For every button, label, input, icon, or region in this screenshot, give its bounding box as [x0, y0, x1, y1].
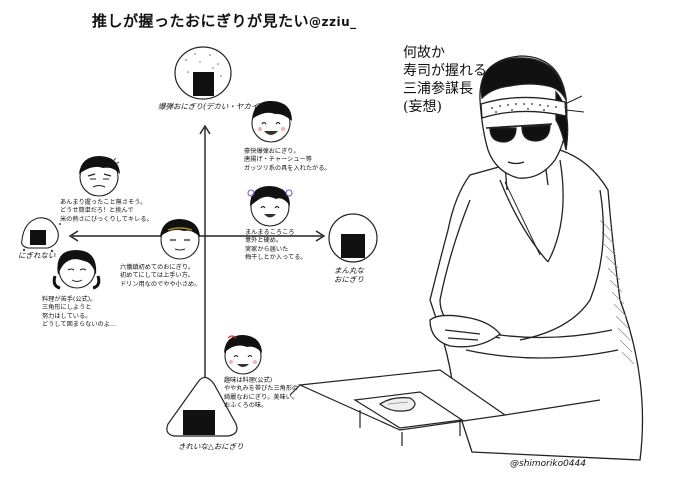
note-line: まんまるころころ — [245, 229, 295, 236]
note-bottom-left: 料理が苦手(公式)。 三角形にしようと 努力はしている。 どうして固まらないのよ… — [42, 296, 116, 330]
note-line: 意外と硬め。 — [245, 237, 283, 245]
chibi-face-bottom — [224, 335, 262, 375]
chibi-face-center — [160, 219, 200, 260]
onigiri-bomb — [174, 46, 232, 100]
note-line: おふくろの味。 — [224, 402, 268, 410]
note-left: あんまり握ったこと無さそう。 どうせ簡単だろ！と挑んで 米の熱さにびっくりしてキ… — [60, 199, 153, 224]
axis-label-right: まん丸なおにぎり — [334, 266, 364, 284]
chibi-face-left — [79, 156, 120, 197]
author-handle: @zziu_ — [309, 15, 357, 29]
onigiri-round — [328, 213, 378, 263]
axis-label-left: にぎれない — [18, 251, 56, 260]
artist-signature: @shimoriko0444 — [510, 459, 586, 469]
side-caption: 何故か 寿司が握れる 三浦参謀長 (妄想) — [403, 44, 513, 116]
note-line: どうせ簡単だろ！と挑んで — [60, 207, 134, 215]
side-caption-line: 寿司が握れる — [403, 63, 487, 79]
note-line: あんまり握ったこと無さそう。 — [60, 199, 147, 206]
side-caption-line: (妄想) — [403, 99, 442, 115]
note-line: ドリン用なのでやや小さめ。 — [120, 280, 201, 288]
note-center: 六儀鎮初めてのおにぎり。 初めてにしては上手い方。 ドリン用なのでやや小さめ。 — [120, 264, 200, 289]
note-line: 趣味は料理(公式) — [224, 377, 273, 384]
sushi-chef-figure — [429, 55, 644, 461]
side-caption-line: 三浦参謀長 — [403, 81, 473, 97]
chibi-face-bottom-left — [52, 250, 101, 290]
note-bottom: 趣味は料理(公式) やや丸みを帯びた三角形の 綺麗なおにぎり。美味い。 おふくろ… — [224, 377, 298, 411]
note-line: やや丸みを帯びた三角形の — [224, 385, 299, 393]
note-line: 実家から届いた — [245, 245, 289, 253]
note-line: 初めてにしては上手い方。 — [120, 272, 194, 280]
axis-label-top: 爆弾おにぎり(デカい・ヤカイ) — [158, 102, 262, 111]
note-line: 三角形にしようと — [42, 304, 92, 312]
note-right: まんまるころころ 意外と硬め。 実家から届いた 梅干しとか入ってる。 — [245, 229, 307, 263]
note-line: 唐揚げ・チャーシュー等 — [244, 156, 312, 164]
note-line: どうして固まらないのよ… — [42, 321, 117, 329]
note-line: 料理が苦手(公式)。 — [42, 296, 97, 303]
side-caption-line: 何故か — [403, 45, 445, 61]
note-line: 米の熱さにびっくりしてキレる。 — [60, 215, 153, 223]
note-line: 綺麗なおにぎり。美味い。 — [224, 393, 299, 401]
note-line: 梅干しとか入ってる。 — [245, 254, 307, 262]
chibi-face-right — [247, 186, 293, 227]
page-title-text: 推しが握ったおにぎりが見たい — [92, 12, 310, 30]
page-title: 推しが握ったおにぎりが見たい@zziu_ — [92, 10, 357, 31]
onigiri-crumbly — [21, 217, 61, 253]
note-line: 豪快爆弾おにぎり。 — [244, 148, 300, 155]
note-line: ガッツリ系の具を入れたがる。 — [244, 164, 331, 172]
note-top-right: 豪快爆弾おにぎり。 唐揚げ・チャーシュー等 ガッツリ系の具を入れたがる。 — [244, 148, 331, 173]
onigiri-triangle — [166, 376, 238, 437]
note-line: 努力はしている。 — [42, 312, 92, 320]
sushi-board — [289, 369, 601, 446]
axis-label-bottom: きれいな△おにぎり — [178, 442, 244, 451]
note-line: 六儀鎮初めてのおにぎり。 — [120, 264, 195, 271]
chibi-face-top-right — [251, 100, 292, 143]
